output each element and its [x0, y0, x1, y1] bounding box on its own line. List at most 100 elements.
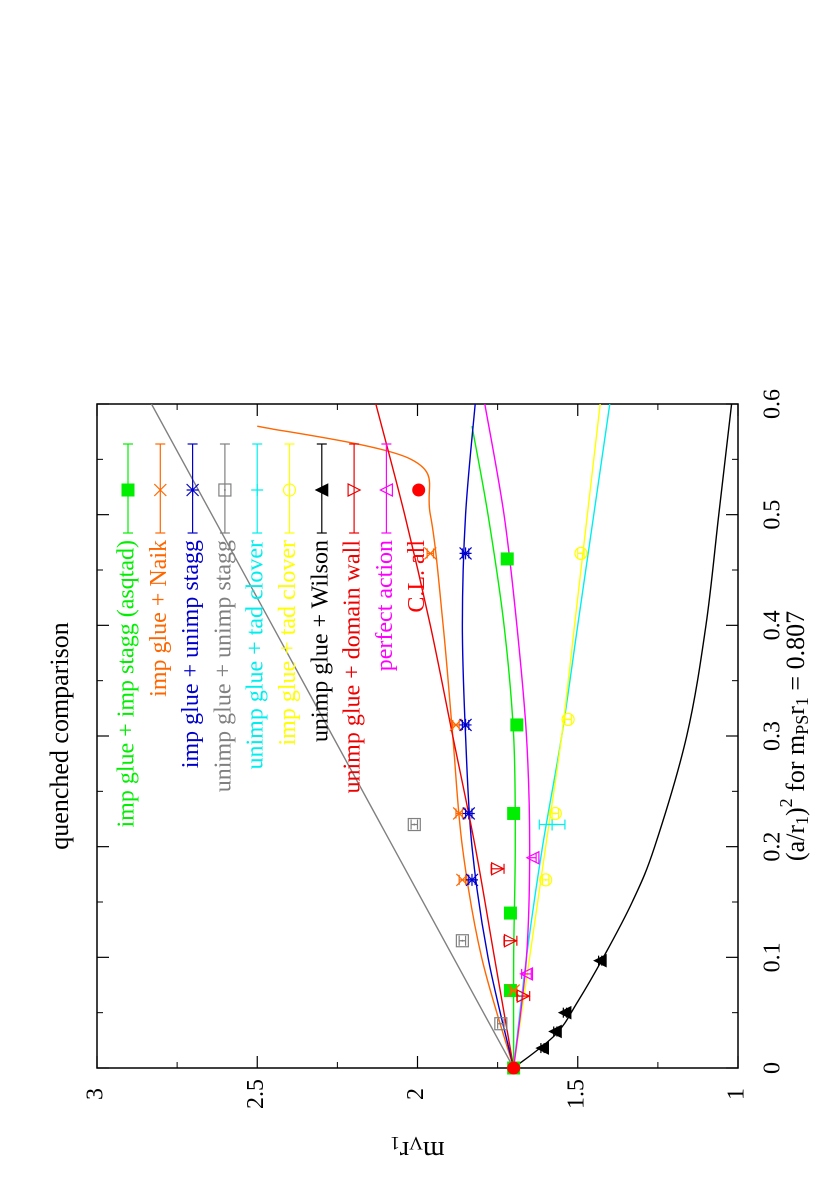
marker-dot	[223, 489, 226, 491]
fit-curve-6	[513, 404, 733, 1068]
legend-item-6: unimp glue + Wilson	[307, 443, 333, 742]
marker-open-circle	[574, 546, 588, 561]
marker-filled-triangle	[314, 483, 329, 497]
marker-plus	[546, 818, 559, 831]
series-7	[490, 861, 531, 1004]
legend-label-6: unimp glue + Wilson	[307, 540, 333, 742]
marker-filled-triangle	[535, 1041, 549, 1055]
x-tick-label: 0	[760, 1062, 786, 1074]
y-tick-label: 3	[83, 1088, 109, 1100]
legend-item-3: unimp glue + unimp stagg	[210, 443, 236, 792]
marker-cross	[449, 718, 463, 732]
marker-open-triangle-down	[491, 861, 505, 876]
chart-title: quenched comparison	[45, 622, 74, 849]
y-tick-label: 1	[724, 1088, 750, 1100]
marker-filled-circle	[412, 483, 426, 497]
marker-filled-triangle	[593, 953, 607, 968]
marker-star	[459, 546, 472, 560]
marker-open-circle	[548, 806, 562, 821]
marker-open-circle	[561, 712, 575, 727]
series-4	[538, 818, 566, 831]
y-tick-label: 2.5	[243, 1079, 269, 1109]
fit-curve-0	[471, 426, 516, 1068]
marker-dot	[554, 812, 557, 815]
marker-cross	[452, 807, 466, 820]
series-2	[459, 546, 479, 887]
marker-star	[459, 718, 472, 732]
marker-star	[465, 873, 479, 887]
legend-item-8: perfect action	[372, 443, 398, 671]
legend-item-4: unimp glue + tad clover	[243, 443, 269, 769]
marker-filled-triangle	[548, 1024, 562, 1039]
series-3	[407, 817, 508, 1031]
marker-cross	[153, 483, 167, 497]
fit-curve-7	[375, 404, 515, 1068]
marker-cross	[423, 546, 437, 560]
legend-label-2: imp glue + unimp stagg	[178, 540, 204, 768]
marker-filled-square	[121, 483, 135, 497]
marker-filled-square	[500, 552, 514, 566]
marker-open-circle	[282, 483, 297, 497]
marker-open-square	[407, 817, 421, 832]
marker-dot	[288, 489, 291, 491]
legend-label-9: C.L. all	[404, 540, 430, 613]
legend-label-8: perfect action	[372, 540, 398, 671]
legend-label-5: imp glue + tad clover	[275, 540, 301, 745]
marker-dot	[567, 718, 570, 721]
y-tick-label: 2	[403, 1088, 429, 1100]
marker-open-triangle-up	[519, 966, 534, 981]
marker-dot	[499, 1022, 502, 1025]
x-axis-label: (a/r1)2 for mPSr1 = 0.807	[776, 611, 812, 861]
marker-dot	[461, 939, 464, 942]
marker-open-triangle-up	[379, 483, 393, 497]
series-9	[507, 1061, 521, 1075]
fit-curve-1	[257, 425, 515, 1068]
marker-cross	[455, 873, 469, 887]
legend-item-7: unimp glue + domain wall	[340, 443, 366, 794]
legend-item-1: imp glue + Naik	[146, 443, 172, 697]
series-6	[535, 953, 607, 1055]
x-tick-label: 0.5	[760, 500, 786, 530]
marker-filled-triangle	[557, 1005, 572, 1020]
legend-label-1: imp glue + Naik	[146, 540, 172, 697]
marker-dot	[579, 552, 582, 555]
legend-item-2: imp glue + unimp stagg	[178, 443, 204, 768]
series-5	[539, 546, 588, 887]
legend-item-0: imp glue + imp stagg (asqtad)	[114, 443, 140, 827]
x-tick-label: 0.1	[760, 942, 786, 972]
marker-open-square	[494, 1017, 508, 1031]
legend: imp glue + imp stagg (asqtad)imp glue + …	[114, 443, 430, 827]
fit-curve-3	[150, 404, 515, 1068]
legend-item-9: C.L. all	[404, 483, 430, 613]
x-tick-label: 0.3	[760, 721, 786, 751]
marker-star	[462, 807, 476, 820]
marker-open-triangle-down	[347, 483, 362, 497]
marker-open-triangle-up	[525, 850, 540, 865]
fit-curve-8	[484, 404, 531, 1068]
x-tick-label: 0.2	[760, 832, 786, 862]
marker-filled-square	[510, 718, 524, 732]
y-tick-label: 1.5	[563, 1079, 589, 1109]
plot-area	[150, 404, 733, 1068]
series-8	[519, 850, 540, 981]
y-axis-label: mVr1	[390, 1132, 444, 1166]
marker-filled-square	[503, 906, 517, 920]
marker-open-square	[455, 934, 469, 948]
legend-item-5: imp glue + tad clover	[275, 443, 301, 745]
marker-plus	[251, 484, 264, 496]
legend-label-3: unimp glue + unimp stagg	[210, 540, 236, 792]
legend-label-4: unimp glue + tad clover	[243, 540, 269, 769]
fit-curve-2	[461, 404, 515, 1068]
data-points	[407, 546, 607, 1075]
marker-open-triangle-down	[516, 989, 531, 1004]
x-tick-label: 0.4	[760, 610, 786, 640]
x-tick-label: 0.6	[760, 389, 786, 419]
marker-filled-square	[507, 806, 521, 820]
legend-label-0: imp glue + imp stagg (asqtad)	[114, 540, 140, 827]
fit-curve-5	[512, 404, 601, 1068]
legend-label-7: unimp glue + domain wall	[340, 540, 366, 794]
marker-open-square	[218, 483, 232, 497]
marker-filled-circle	[507, 1061, 521, 1075]
marker-star	[186, 483, 200, 497]
